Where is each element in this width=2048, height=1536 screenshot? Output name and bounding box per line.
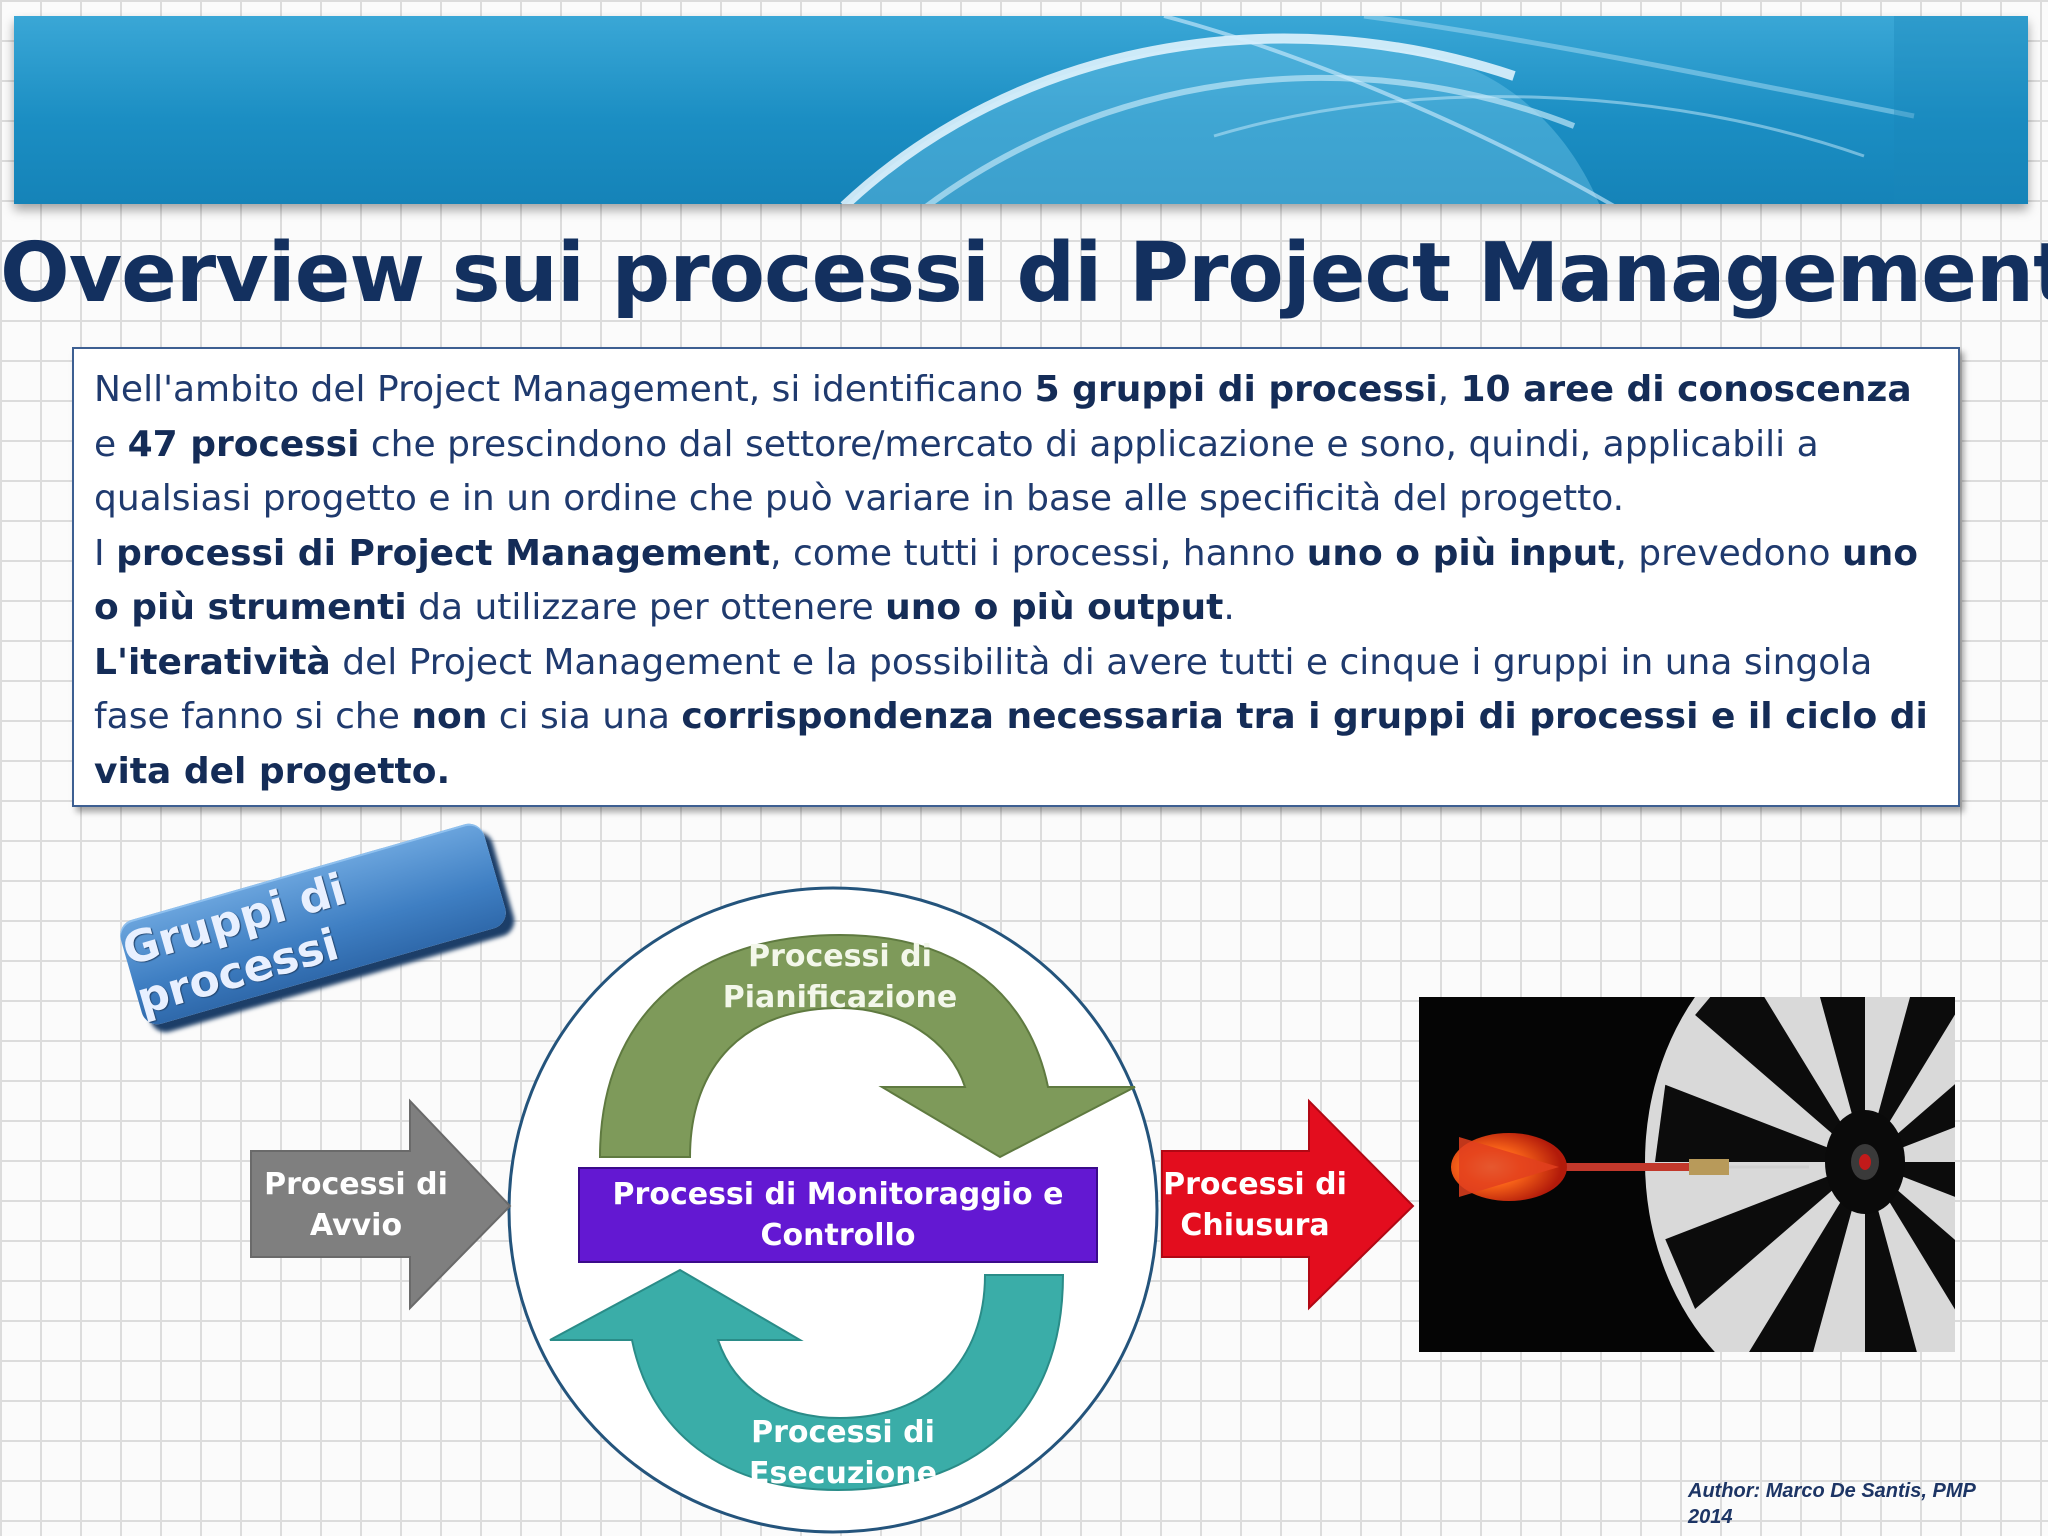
- slide-title: Overview sui processi di Project Managem…: [0, 226, 2048, 321]
- author-credit: Author: Marco De Santis, PMP 2014: [1688, 1478, 2028, 1530]
- esecuzione-label-line1: Processi di: [751, 1415, 935, 1450]
- paragraph-1-segment-1: processi di Project Management: [116, 532, 771, 574]
- pianificazione-arrow: [598, 933, 1136, 1159]
- dartboard-image: [1419, 997, 1955, 1352]
- paragraph-0-segment-3: 10 aree di conoscenza: [1460, 369, 1912, 410]
- esecuzione-arrow: [549, 1268, 1065, 1492]
- pianificazione-label-line1: Processi di: [748, 939, 932, 974]
- description-text-box: Nell'ambito del Project Management, si i…: [72, 347, 1960, 807]
- paragraph-iterativity: L'iteratività del Project Management e l…: [94, 636, 1938, 800]
- paragraph-0-segment-4: e: [94, 423, 128, 465]
- monitoraggio-label-line2: Controllo: [760, 1218, 916, 1253]
- paragraph-0-segment-2: ,: [1437, 369, 1461, 410]
- dartboard-wedge: [1819, 997, 1865, 1162]
- dart-icon: [1451, 1133, 1809, 1201]
- paragraph-1-segment-5: uno o più strumenti: [94, 532, 1918, 629]
- paragraph-2-segment-1: del Project Management e la possibilità …: [94, 641, 1873, 738]
- author-name: Author: Marco De Santis, PMP: [1688, 1480, 1976, 1502]
- paragraph-1-segment-0: I: [94, 532, 117, 574]
- paragraph-1-segment-4: , prevedono: [1615, 532, 1842, 574]
- monitoraggio-label-line1: Processi di Monitoraggio e: [612, 1177, 1064, 1212]
- paragraph-process-io: I processi di Project Management, come t…: [94, 527, 1938, 636]
- paragraph-0-segment-5: 47 processi: [127, 423, 360, 465]
- dartboard-wedge: [1655, 1084, 1865, 1162]
- avvio-label-line1: Processi di: [264, 1167, 448, 1202]
- paragraph-1-segment-6: da utilizzare per ottenere: [406, 587, 886, 628]
- avvio-label: Processi di Avvio: [251, 1164, 461, 1246]
- header-banner: [14, 16, 2028, 204]
- pianificazione-label-line2: Pianificazione: [722, 980, 958, 1015]
- chiusura-label-line1: Processi di: [1163, 1167, 1347, 1202]
- banner-swoosh-graphic: [840, 16, 2028, 204]
- paragraph-1-segment-7: uno o più output: [885, 587, 1224, 628]
- avvio-label-line2: Avvio: [309, 1208, 403, 1243]
- pianificazione-label: Processi di Pianificazione: [690, 936, 990, 1018]
- paragraph-2-segment-4: corrispondenza necessaria tra i gruppi d…: [94, 696, 1928, 792]
- avvio-arrow: [250, 1098, 512, 1311]
- paragraph-2-segment-2: non: [411, 696, 488, 737]
- author-year: 2014: [1688, 1506, 1733, 1528]
- chiusura-label: Processi di Chiusura: [1160, 1164, 1350, 1246]
- paragraph-2-segment-0: L'iteratività: [94, 641, 331, 683]
- dartboard-rings: [1645, 997, 1955, 1352]
- paragraph-1-segment-8: .: [1223, 587, 1235, 628]
- esecuzione-label-line2: Esecuzione: [749, 1456, 937, 1491]
- dartboard-wedge: [1665, 1162, 1865, 1309]
- paragraph-1-segment-3: uno o più input: [1306, 532, 1616, 574]
- esecuzione-label: Processi di Esecuzione: [693, 1412, 993, 1494]
- dartboard-wedge: [1695, 997, 1865, 1162]
- paragraph-1-segment-2: , come tutti i processi, hanno: [770, 532, 1307, 574]
- paragraph-0-segment-1: 5 gruppi di processi: [1034, 369, 1438, 410]
- paragraph-2-segment-3: ci sia una: [487, 696, 682, 737]
- dartboard-wedge: [1865, 1162, 1917, 1352]
- paragraph-group-counts: Nell'ambito del Project Management, si i…: [94, 363, 1938, 527]
- chiusura-arrow: [1161, 1098, 1415, 1311]
- paragraph-0-segment-0: Nell'ambito del Project Management, si i…: [94, 369, 1035, 410]
- paragraph-0-segment-6: che prescindono dal settore/mercato di a…: [94, 423, 1819, 520]
- dartboard-wedge: [1749, 1162, 1865, 1352]
- monitoraggio-box: Processi di Monitoraggio e Controllo: [578, 1167, 1098, 1263]
- chiusura-label-line2: Chiusura: [1180, 1208, 1330, 1243]
